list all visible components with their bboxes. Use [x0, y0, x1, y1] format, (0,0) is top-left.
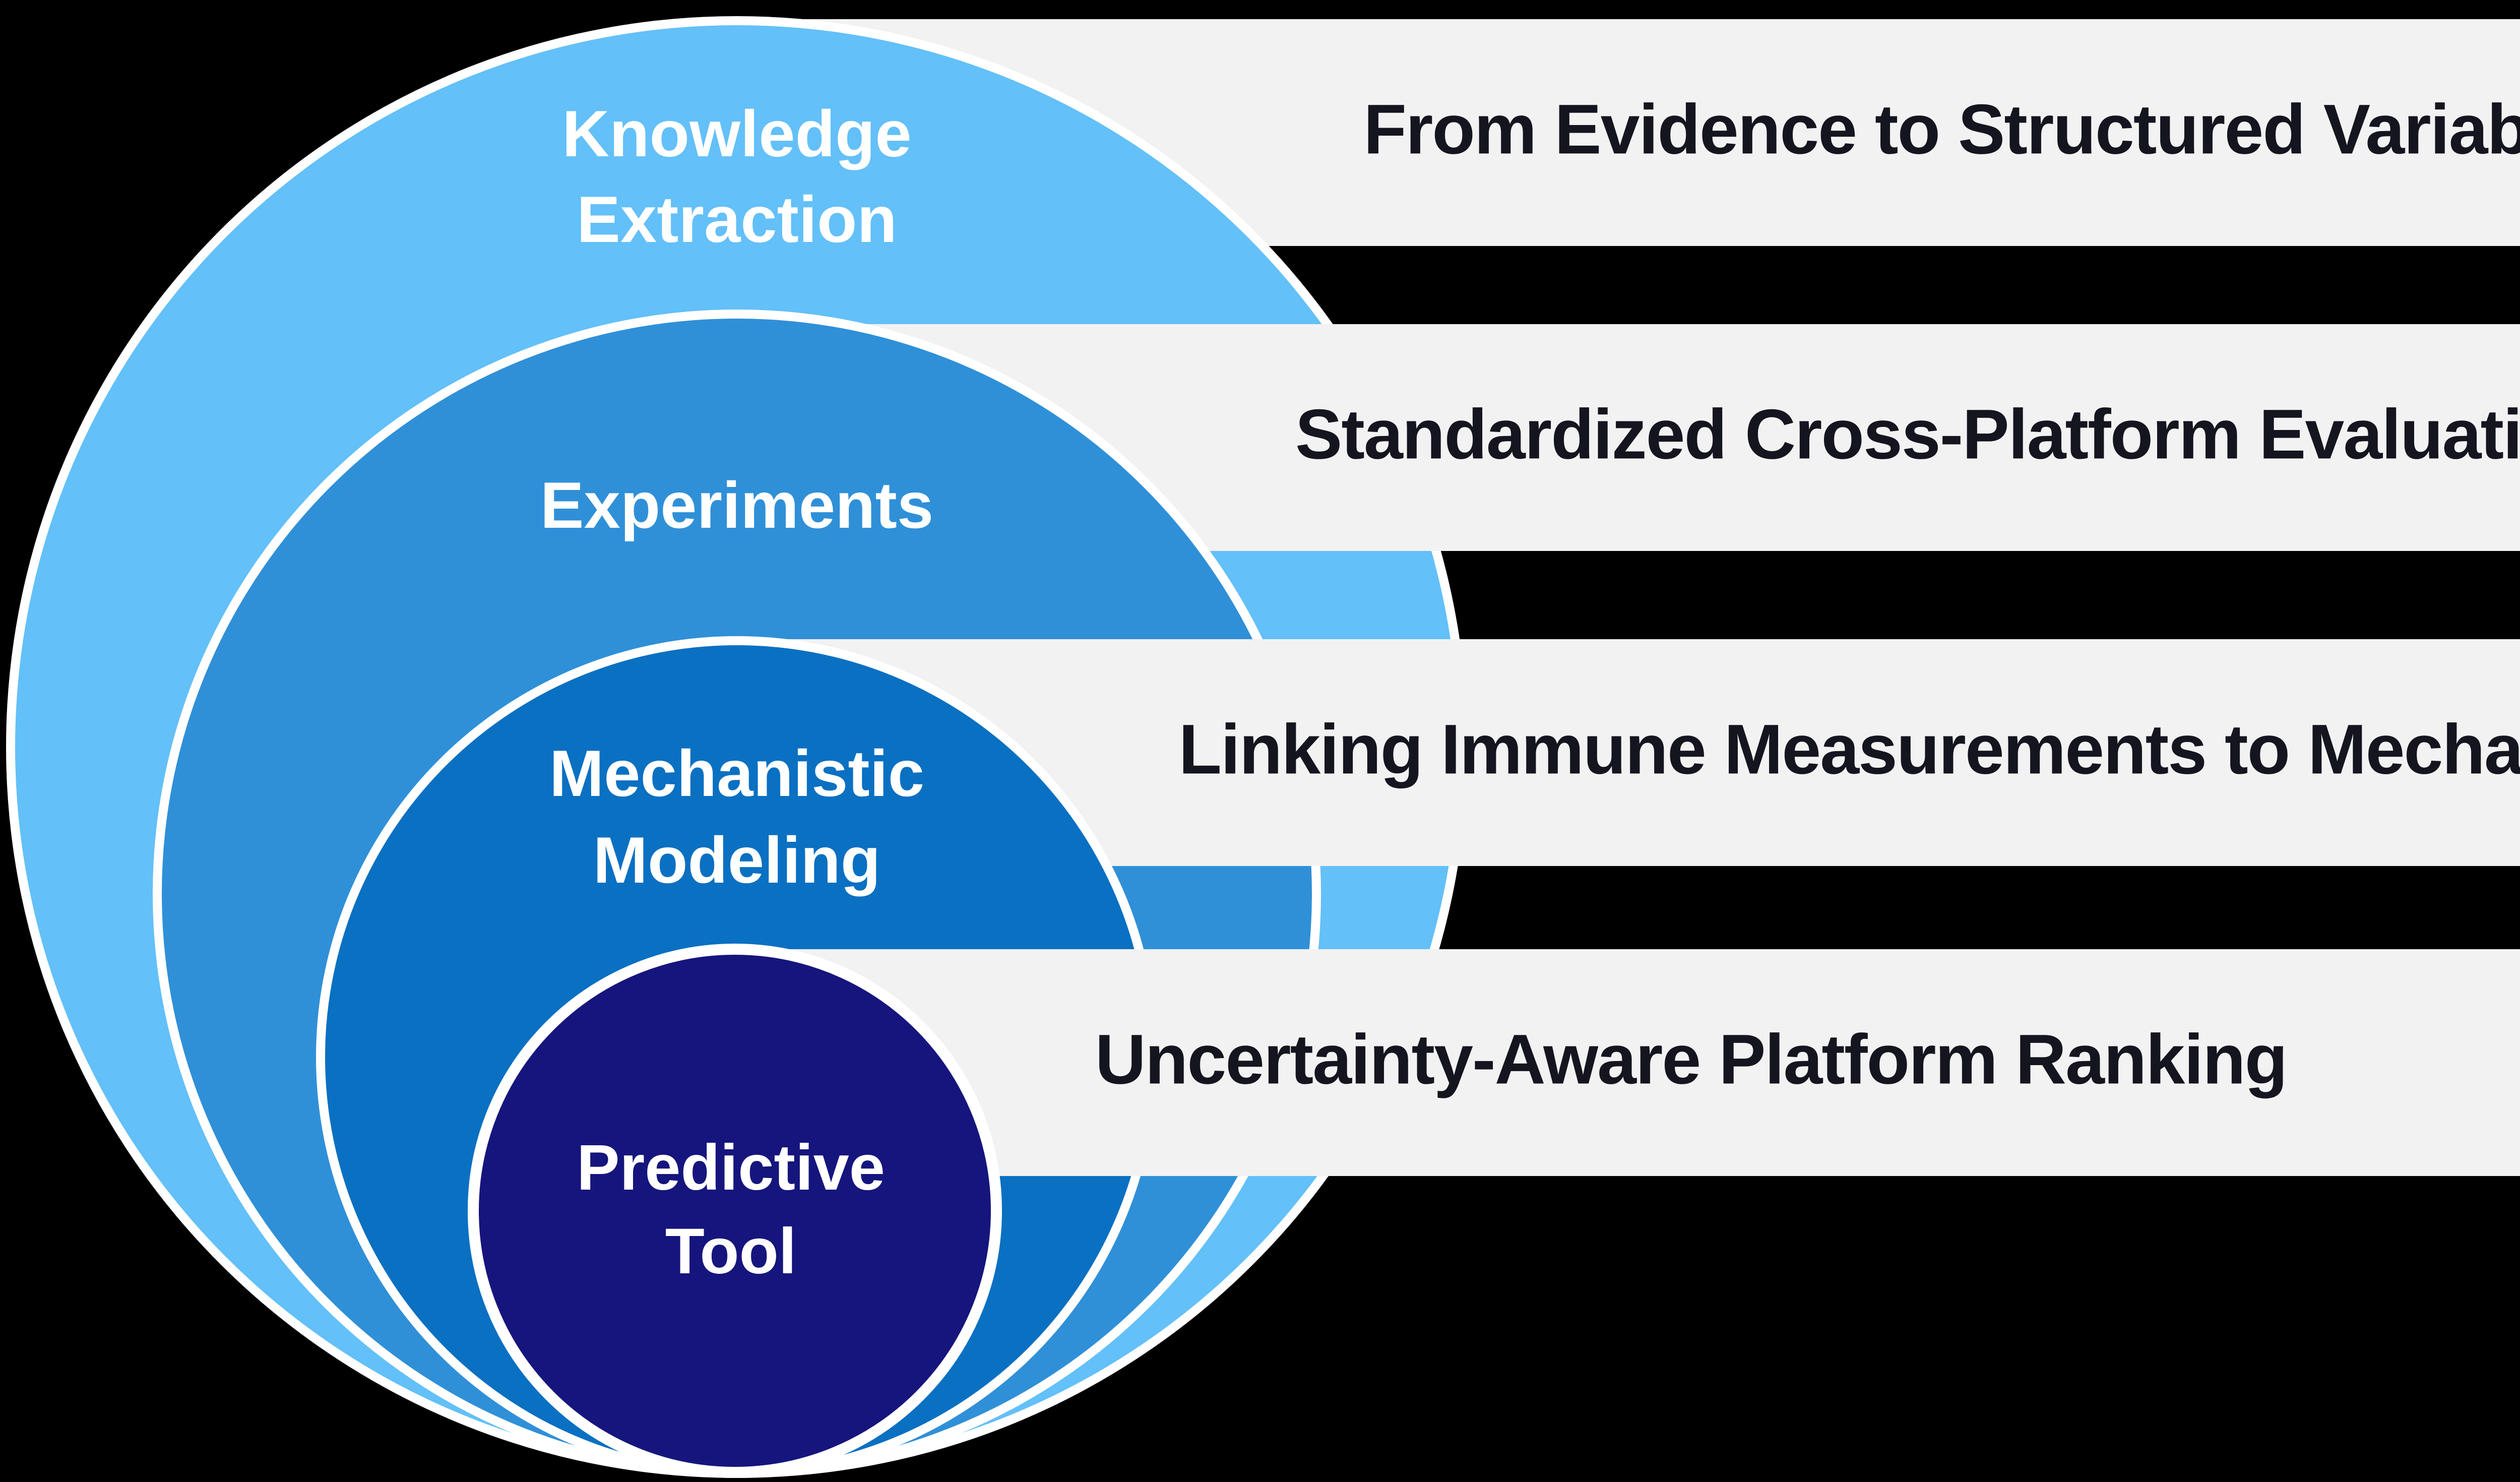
circle-label-predictive-tool: Predictive Tool: [577, 1132, 885, 1287]
circle-label-knowledge-extraction: Knowledge Extraction: [562, 97, 912, 256]
callout-text-experiments: Standardized Cross-Platform Evaluation: [1295, 394, 2520, 474]
callout-text-predictive-tool: Uncertainty-Aware Platform Ranking: [1095, 1019, 2288, 1099]
circle-label-experiments: Experiments: [540, 468, 934, 542]
circle-label-mechanistic-modeling: Mechanistic Modeling: [549, 736, 925, 897]
callout-text-mechanistic-modeling: Linking Immune Measurements to Mechanism: [1178, 709, 2520, 789]
callout-text-knowledge-extraction: From Evidence to Structured Variables: [1363, 89, 2520, 169]
callout-bar-predictive-tool: Uncertainty-Aware Platform Ranking: [706, 949, 2520, 1176]
